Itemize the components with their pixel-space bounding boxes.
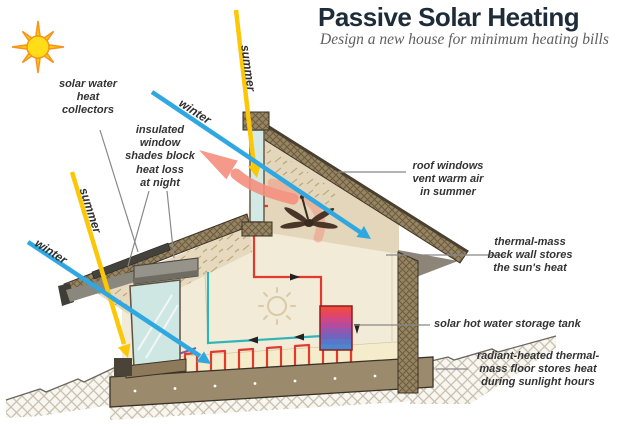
- summer-arrow-top-head: [248, 164, 261, 178]
- house-shell: [58, 111, 469, 394]
- roof-upper-cap: [252, 115, 469, 254]
- sun-ray-arrows: [26, 9, 371, 364]
- tank-outline: [319, 305, 353, 351]
- clerestory-sill: [241, 221, 273, 237]
- foundation-slab: [109, 356, 434, 408]
- winter-arrow-left-head: [196, 351, 211, 364]
- flow-arrow-right: [290, 273, 300, 281]
- page-subtitle: Design a new house for minimum heating b…: [320, 31, 609, 48]
- winter-arrow-left: [26, 240, 202, 358]
- summer-arrow-top: [233, 9, 257, 167]
- window-shade-box-front: [134, 270, 198, 284]
- ground-center: [110, 386, 433, 420]
- ceiling-insulation-marks: [252, 136, 340, 206]
- callout-floor-label: radiant-heated thermal- mass floor store…: [476, 350, 600, 389]
- ground-left: [6, 366, 118, 418]
- heat-loss-arrow: [199, 150, 299, 205]
- callout-thermal-wall-label: thermal-mass back wall stores the sun's …: [487, 236, 573, 275]
- flow-arrow-left-1: [294, 333, 304, 341]
- callout-leaders: [99, 129, 506, 370]
- callout-shades-label: insulated window shades block heat loss …: [125, 124, 195, 189]
- callout-tank-label: solar hot water storage tank: [434, 318, 581, 330]
- callout-collectors-label: solar water heat collectors: [58, 78, 118, 117]
- page-title: Passive Solar Heating: [318, 2, 580, 32]
- winter-arrow-top: [150, 90, 362, 234]
- callout-roof-windows-label: roof windows vent warm air in summer: [412, 160, 484, 199]
- wall-sun-core: [267, 296, 287, 316]
- storage-tank: [319, 305, 353, 351]
- sun-core: [26, 35, 50, 59]
- sun-icon: [11, 20, 65, 74]
- heat-loss-arrow-head: [199, 150, 238, 180]
- ground-line-left: [5, 365, 119, 401]
- flow-arrow-down: [354, 324, 360, 334]
- leader-shades-2: [166, 190, 175, 259]
- heat-loss-arrow-tail: [230, 168, 299, 205]
- return-pipe: [206, 272, 323, 345]
- leader-shades-1: [127, 190, 150, 267]
- ground-line-right: [409, 335, 557, 367]
- flow-arrow-left-2: [248, 336, 258, 344]
- winter-arrow-top-head: [356, 226, 371, 239]
- wall-sun-relief: [258, 287, 296, 325]
- right-wall: [397, 251, 419, 394]
- warm-air-swoosh: [267, 178, 326, 243]
- leader-collectors: [99, 129, 139, 253]
- solar-collector-panel: [91, 242, 171, 280]
- window-jamb: [114, 358, 132, 376]
- ground-right: [410, 336, 556, 404]
- ground-earth: [5, 335, 557, 420]
- summer-arrow-left: [69, 171, 127, 345]
- summer-arrow-left-head: [118, 343, 131, 358]
- eave-soffit: [66, 270, 138, 302]
